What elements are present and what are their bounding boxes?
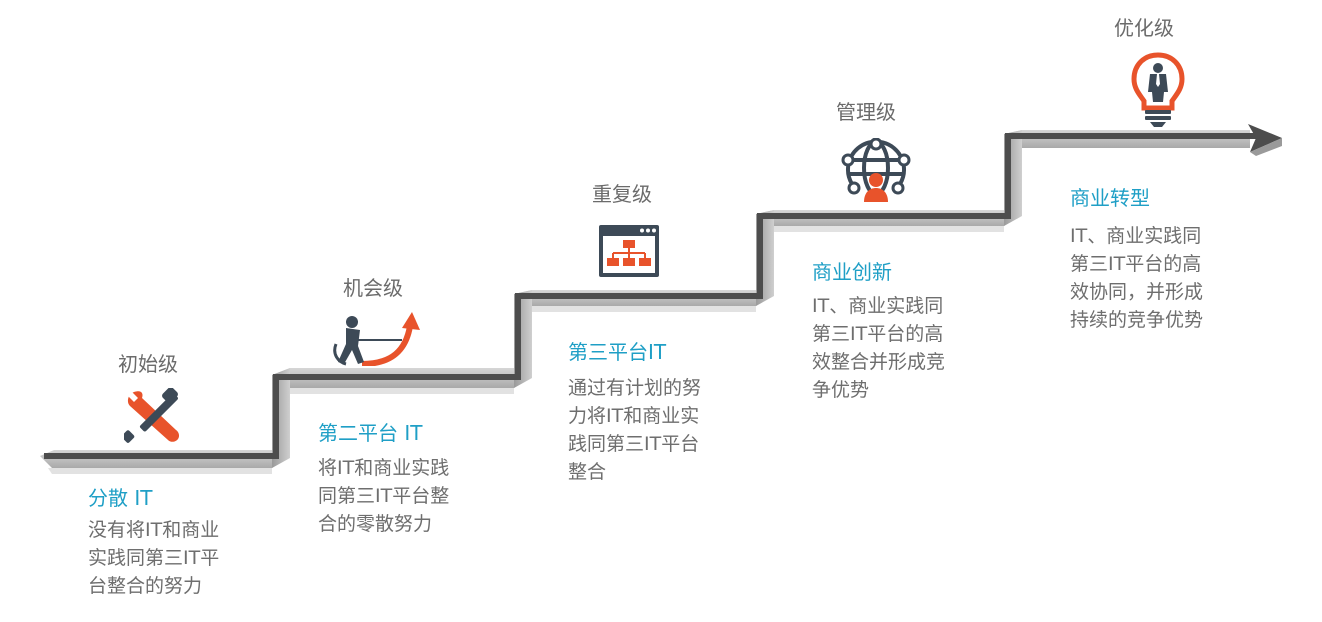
- tools-icon: [124, 388, 180, 443]
- stage-desc-2: 将IT和商业实践 同第三IT平台整 合的零散努力: [318, 454, 449, 538]
- desc-line: 实践同第三IT平: [88, 547, 220, 569]
- desc-line: 第三IT平台的高: [812, 323, 944, 345]
- desc-line: 没有将IT和商业: [88, 519, 220, 541]
- desc-line: 通过有计划的努: [568, 377, 702, 399]
- org-chart-icon: [599, 225, 659, 277]
- level-name-5: 优化级: [1114, 16, 1174, 40]
- desc-line: IT、商业实践同: [812, 295, 944, 317]
- desc-line: 整合: [568, 461, 607, 483]
- level-name-3: 重复级: [592, 182, 652, 206]
- lightbulb-person-icon: [1131, 52, 1185, 127]
- globe-network-icon: [841, 138, 911, 202]
- desc-line: 同第三IT平台整: [318, 485, 450, 507]
- desc-line: 效整合并形成竞: [812, 351, 946, 373]
- desc-line: 第三IT平台的高: [1070, 253, 1202, 275]
- desc-line: 持续的竞争优势: [1070, 309, 1204, 331]
- stage-desc-1: 没有将IT和商业 实践同第三IT平 台整合的努力: [88, 516, 219, 600]
- desc-line: 合的零散努力: [318, 513, 433, 535]
- desc-line: 台整合的努力: [88, 575, 203, 597]
- stage-desc-3: 通过有计划的努 力将IT和商业实 践同第三IT平台 整合: [568, 374, 701, 486]
- stage-title-4: 商业创新: [812, 260, 892, 284]
- stage-desc-4: IT、商业实践同 第三IT平台的高 效整合并形成竞 争优势: [812, 292, 945, 404]
- tug-of-war-icon: [333, 312, 420, 366]
- desc-line: 践同第三IT平台: [568, 433, 700, 455]
- desc-line: 效协同，并形成: [1070, 281, 1204, 303]
- level-name-4: 管理级: [836, 100, 896, 124]
- desc-line: 将IT和商业实践: [318, 457, 450, 479]
- stage-title-3: 第三平台IT: [568, 340, 667, 364]
- stage-title-2: 第二平台 IT: [318, 421, 423, 445]
- desc-line: 争优势: [812, 379, 870, 401]
- desc-line: 力将IT和商业实: [568, 405, 700, 427]
- level-name-2: 机会级: [343, 276, 403, 300]
- desc-line: IT、商业实践同: [1070, 225, 1202, 247]
- stage-desc-5: IT、商业实践同 第三IT平台的高 效协同，并形成 持续的竞争优势: [1070, 222, 1203, 334]
- stage-title-5: 商业转型: [1070, 186, 1150, 210]
- stage-title-1: 分散 IT: [88, 486, 153, 510]
- level-name-1: 初始级: [118, 352, 178, 376]
